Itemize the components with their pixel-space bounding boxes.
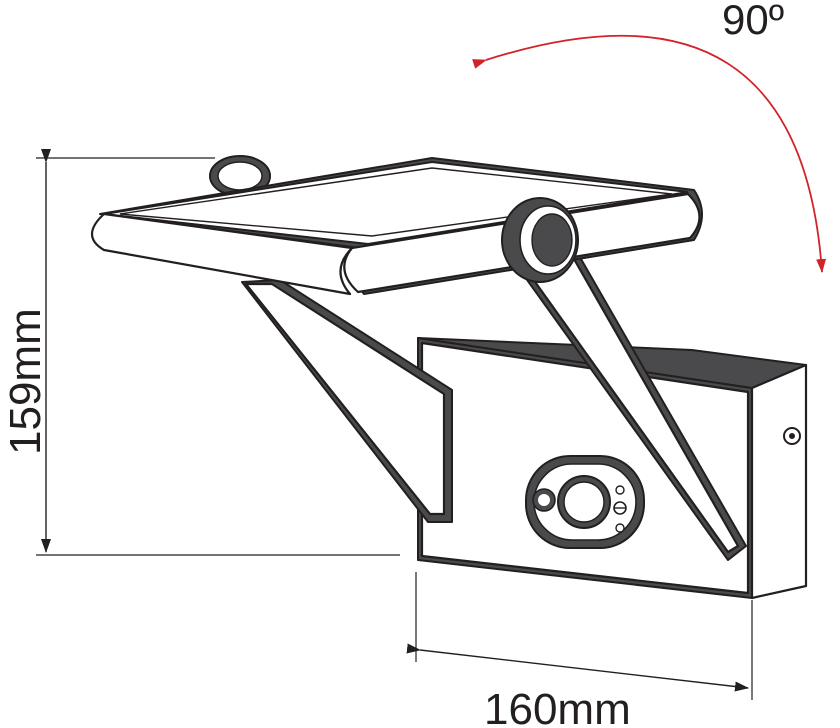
width-label: 160mm	[484, 685, 631, 728]
rotation-arrow	[472, 34, 827, 273]
height-dimension: 159mm	[1, 149, 400, 556]
width-dimension-line	[406, 643, 749, 692]
motion-sensor	[525, 455, 645, 549]
rotation-angle-label: 90º	[722, 0, 784, 43]
control-knob-top-icon	[615, 485, 625, 495]
left-support-arm	[241, 279, 453, 523]
control-knob-bottom-icon	[615, 523, 625, 533]
width-dimension: 160mm	[406, 572, 753, 728]
rotation-indicator: 90º	[472, 0, 827, 273]
solar-panel	[90, 155, 703, 296]
height-label: 159mm	[1, 308, 50, 455]
